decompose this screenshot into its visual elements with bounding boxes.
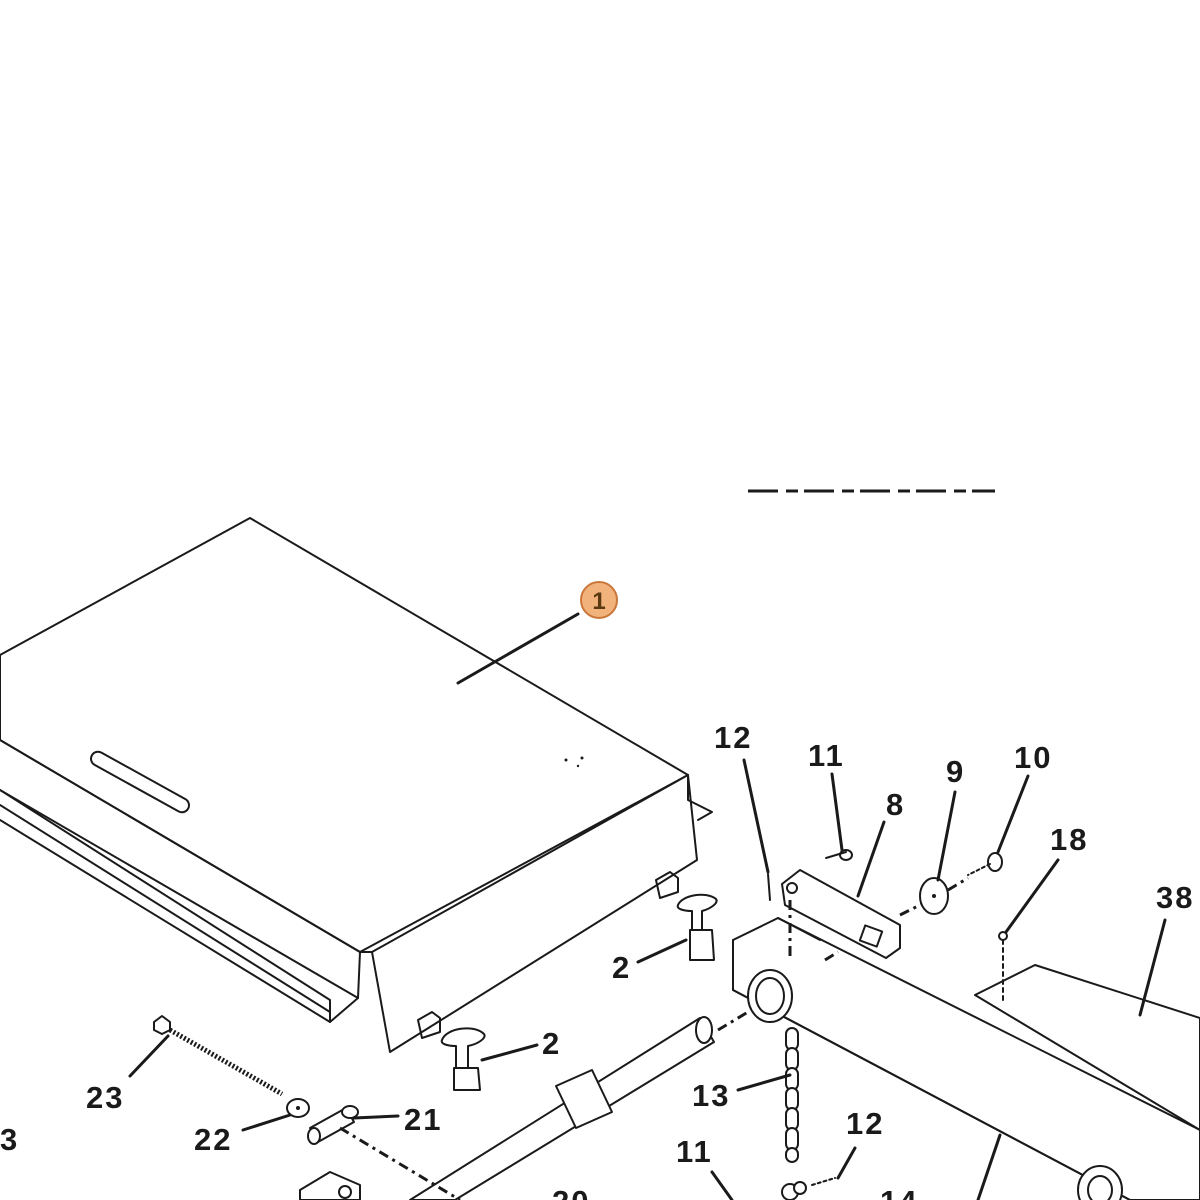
callout-13: 13 xyxy=(692,1078,730,1113)
callout-38: 38 xyxy=(1156,880,1194,915)
callout-14: 14 xyxy=(880,1184,918,1200)
chain-part-13 xyxy=(785,1027,799,1163)
cotter-part-12-upper xyxy=(767,873,771,901)
cover-panel xyxy=(0,517,713,1053)
callout-20: 20 xyxy=(552,1184,590,1200)
callout-12-upper: 12 xyxy=(714,720,752,755)
main-frame-tube xyxy=(732,917,1200,1200)
callout-22: 22 xyxy=(194,1122,232,1157)
assembly-center-lines xyxy=(339,876,969,1200)
leader-line-part-1 xyxy=(456,612,580,685)
callout-11-upper: 11 xyxy=(808,738,845,773)
callout-21: 21 xyxy=(404,1102,442,1137)
callout-10: 10 xyxy=(1014,740,1052,775)
callout-12-lower: 12 xyxy=(846,1106,884,1141)
shaft-part-20 xyxy=(409,1016,715,1200)
bolt-part-10 xyxy=(967,852,1003,876)
bracket-part-8 xyxy=(781,869,901,959)
highlight-badge-part-1[interactable]: 1 xyxy=(580,581,618,619)
washer-part-22 xyxy=(286,1098,310,1118)
callout-2-upper: 2 xyxy=(612,950,631,985)
washer-part-9 xyxy=(919,877,949,915)
callout-labels: 2 2 3 8 9 10 11 11 12 12 13 14 18 20 21 … xyxy=(0,720,1194,1200)
tee-part-21 xyxy=(307,1105,359,1145)
callout-3: 3 xyxy=(0,1122,19,1157)
callout-2-lower: 2 xyxy=(542,1026,561,1061)
badge-label: 1 xyxy=(592,588,605,615)
bolt-part-23 xyxy=(153,1015,284,1097)
screw-part-18 xyxy=(998,931,1008,1001)
callout-9: 9 xyxy=(946,754,965,789)
latch-right xyxy=(676,893,718,961)
latch-left xyxy=(440,1027,486,1091)
callout-18: 18 xyxy=(1050,822,1088,857)
leader-lines xyxy=(128,758,1167,1200)
hardware-lower xyxy=(781,1177,836,1200)
callout-23: 23 xyxy=(86,1080,124,1115)
lower-bracket xyxy=(299,1171,361,1200)
pin-part-11-upper xyxy=(825,849,853,861)
callout-8: 8 xyxy=(886,787,905,822)
callout-11-lower: 11 xyxy=(676,1134,713,1169)
